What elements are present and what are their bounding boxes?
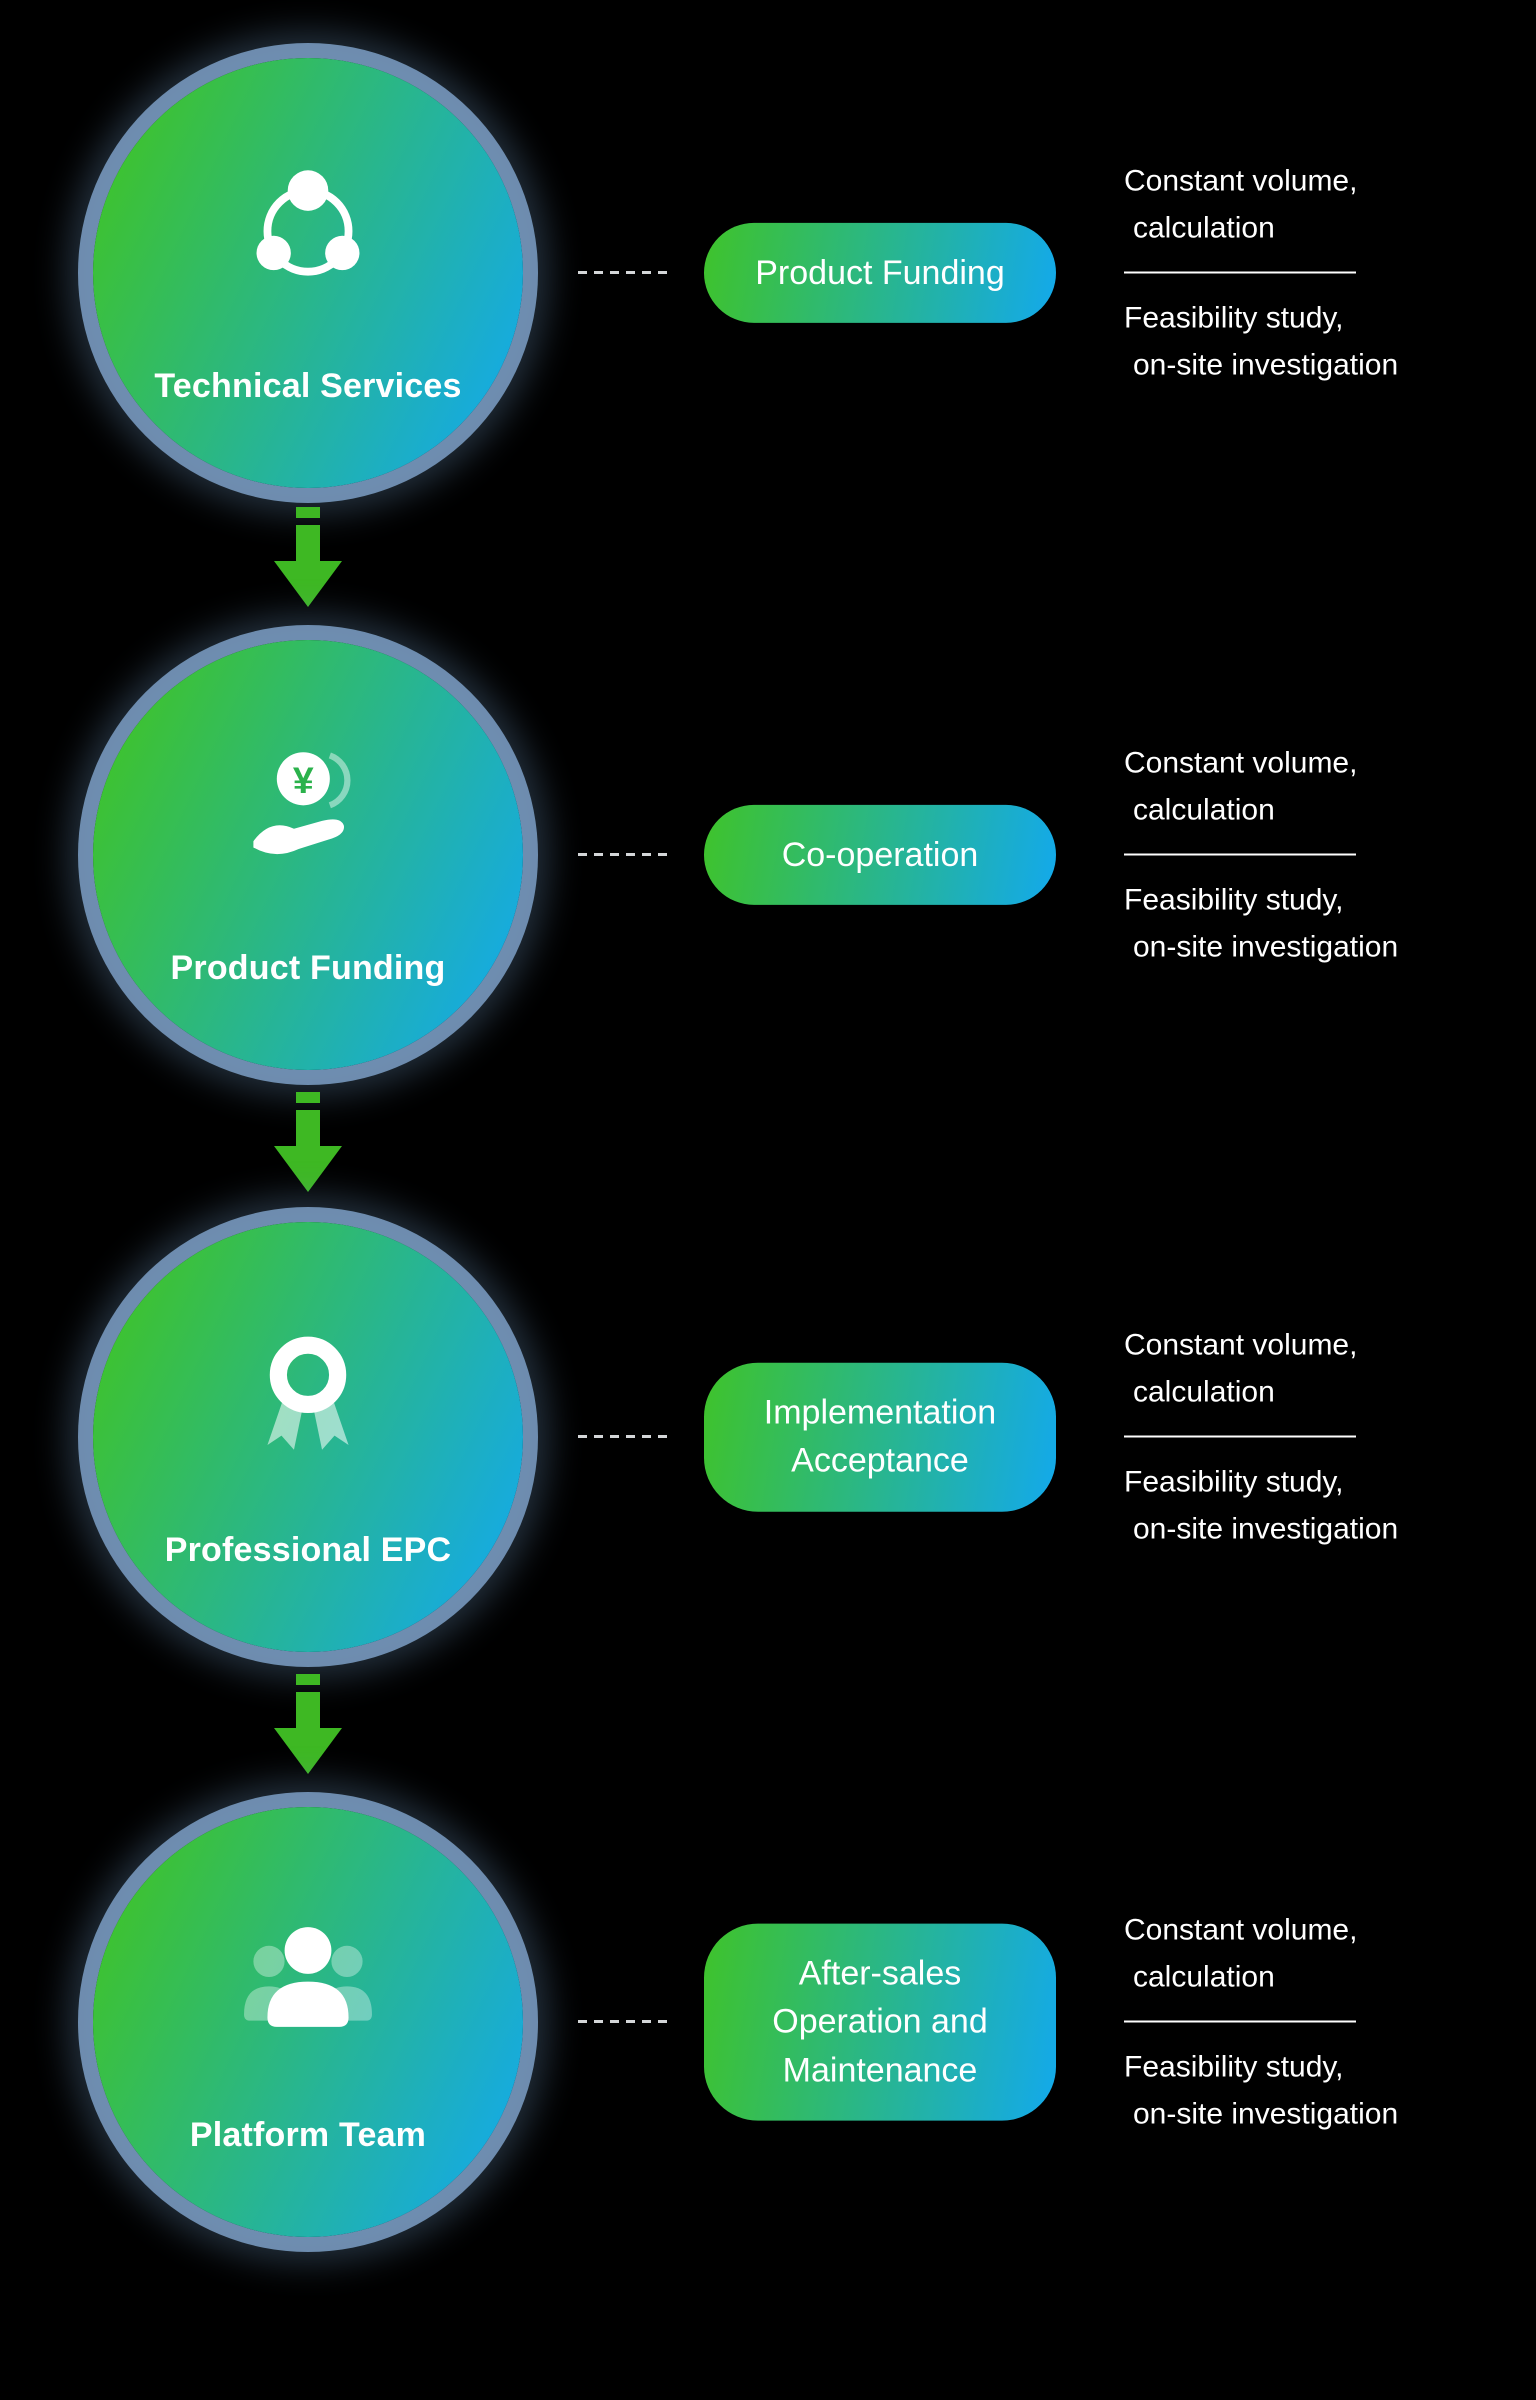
note-line: on-site investigation [1133,348,1399,382]
arrow-bar [296,1092,320,1103]
stage-circle-label: Product Funding [170,949,446,987]
dashed-connector [578,853,670,856]
arrow-shaft [296,1692,320,1728]
note-line: calculation [1133,211,1275,245]
stage-circle-label: Platform Team [189,2116,427,2154]
stage-pill: Co-operation [704,804,1056,906]
dashed-connector [578,2020,670,2023]
note-line: Feasibility study, [1124,883,1344,917]
note-line: Constant volume, [1124,164,1358,198]
stage-pill-label: Co-operation [781,835,979,874]
arrow-bar [296,507,320,518]
down-arrow-2 [273,1092,343,1192]
note-line: calculation [1133,1375,1275,1409]
stage-pill-label: Implementation Acceptance [763,1393,997,1480]
stage-pill: Implementation Acceptance [704,1362,1056,1512]
stage-circle-professional-epc: Professional EPC [93,1222,523,1652]
stage-circle-label: Professional EPC [164,1531,452,1569]
note-line: calculation [1133,793,1275,827]
note-line: Feasibility study, [1124,2050,1344,2084]
stage-pill: Product Funding [704,222,1056,324]
arrow-shaft [296,1110,320,1146]
stage-note: Constant volume, calculation Feasibility… [1124,1322,1494,1553]
stage-note: Constant volume, calculation Feasibility… [1124,158,1494,389]
note-line: on-site investigation [1133,1512,1399,1546]
team-network-icon [230,150,386,306]
dashed-connector [578,1435,670,1438]
note-line: on-site investigation [1133,930,1399,964]
stage-circle-label: Technical Services [154,367,462,405]
svg-text:¥: ¥ [293,759,314,801]
down-arrow-3 [273,1674,343,1774]
note-line: Constant volume, [1124,1328,1358,1362]
stage-circle-platform-team: Platform Team [93,1807,523,2237]
arrow-bar [296,1674,320,1685]
stage-note: Constant volume, calculation Feasibility… [1124,1907,1494,2138]
arrow-shaft [296,525,320,561]
dashed-connector [578,271,670,274]
down-arrow-1 [273,507,343,607]
note-line: calculation [1133,1960,1275,1994]
stage-pill-label: After-sales Operation and Maintenance [772,1954,988,2090]
note-line: Constant volume, [1124,746,1358,780]
stage-circle-product-funding: ¥ Product Funding [93,640,523,1070]
arrow-head [274,1146,342,1192]
stage-note: Constant volume, calculation Feasibility… [1124,740,1494,971]
funding-hand-coin-icon: ¥ [230,732,386,888]
note-divider [1124,271,1356,274]
stage-pill-label: Product Funding [755,253,1005,292]
note-divider [1124,1435,1356,1438]
arrow-head [274,561,342,607]
stage-pill: After-sales Operation and Maintenance [704,1923,1056,2121]
arrow-head [274,1728,342,1774]
note-divider [1124,853,1356,856]
note-line: Feasibility study, [1124,301,1344,335]
note-line: Feasibility study, [1124,1465,1344,1499]
note-line: Constant volume, [1124,1913,1358,1947]
medal-icon [230,1314,386,1470]
note-divider [1124,2020,1356,2023]
note-line: on-site investigation [1133,2097,1399,2131]
user-group-icon [230,1899,386,2055]
stage-circle-technical-services: Technical Services [93,58,523,488]
